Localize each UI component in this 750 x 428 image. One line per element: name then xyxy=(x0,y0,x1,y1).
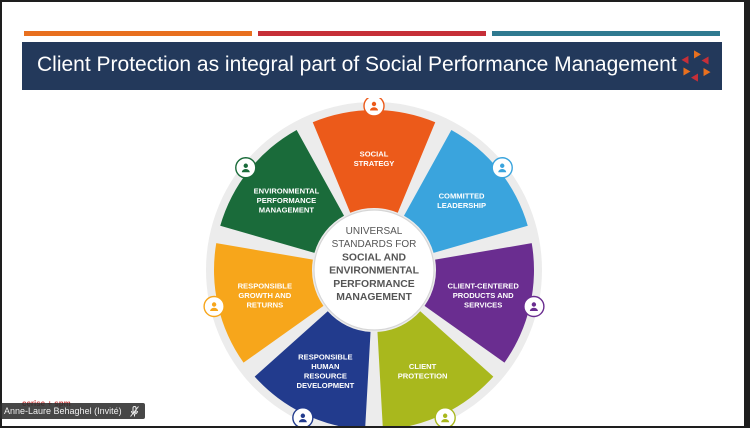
person-icon xyxy=(292,407,314,426)
wheel-segment xyxy=(403,129,528,253)
wheel-segment xyxy=(424,243,534,363)
logo-mark xyxy=(683,67,691,76)
mic-muted-icon xyxy=(130,406,139,417)
wheel-segment xyxy=(377,311,494,426)
participant-name: Anne-Laure Behaghel (Invité) xyxy=(4,406,122,416)
logo-mark xyxy=(681,55,689,64)
wheel-segment xyxy=(254,311,371,426)
people-circle-icon xyxy=(523,295,545,318)
two-people-icon xyxy=(434,407,456,426)
wheel-segment xyxy=(220,129,345,253)
wheel-segment xyxy=(214,243,324,363)
top-rule-red xyxy=(258,31,486,36)
clipboard-icon xyxy=(363,98,385,117)
scale-icon xyxy=(203,295,225,318)
logo-mark xyxy=(694,50,701,59)
slide-title: Client Protection as integral part of So… xyxy=(37,53,677,76)
cerise-logo-icon xyxy=(681,50,711,82)
top-rule-teal xyxy=(492,31,720,36)
top-rule-orange xyxy=(24,31,252,36)
logo-mark xyxy=(701,56,709,65)
slide-header: Client Protection as integral part of So… xyxy=(22,42,722,90)
logo-mark xyxy=(703,68,711,77)
participant-name-tag: Anne-Laure Behaghel (Invité) xyxy=(0,403,146,419)
logo-mark xyxy=(691,73,698,82)
leaf-hand-icon xyxy=(235,157,257,179)
center-disk xyxy=(313,209,435,331)
group-icon xyxy=(491,157,513,179)
wheel-segment xyxy=(312,110,436,213)
